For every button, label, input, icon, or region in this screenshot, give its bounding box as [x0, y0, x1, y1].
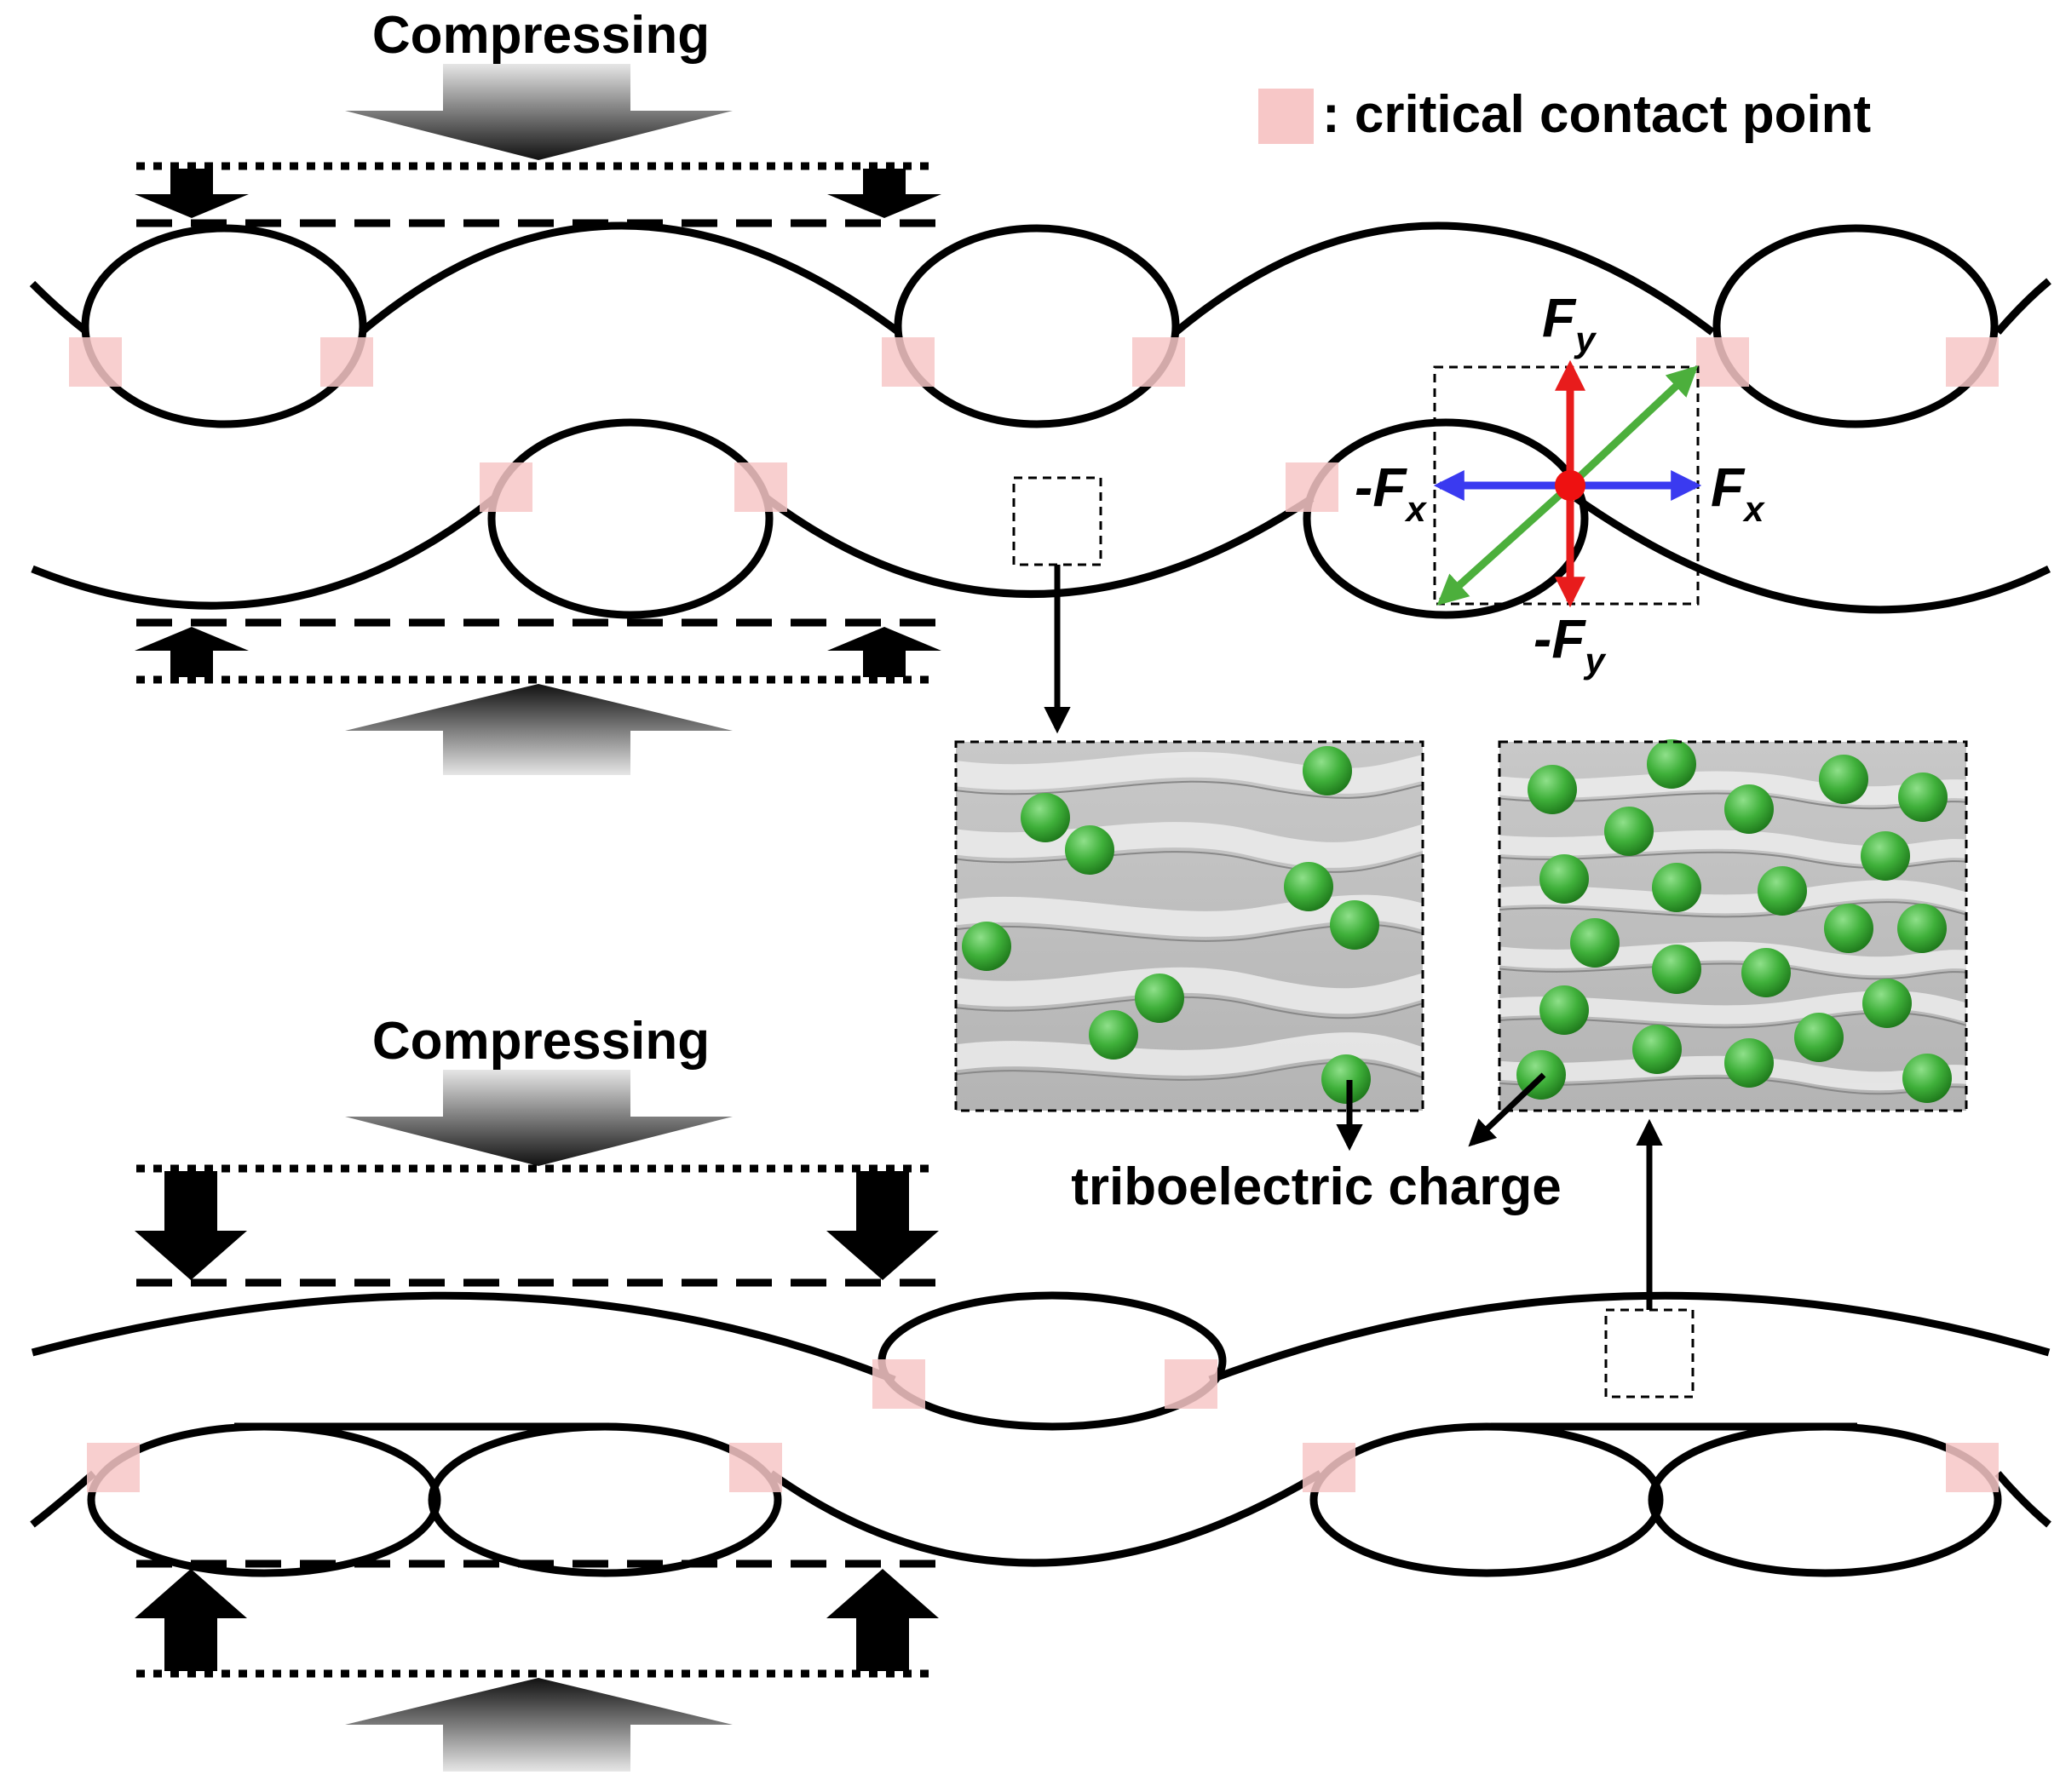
charge-particle [1539, 854, 1589, 904]
legend-swatch [1258, 89, 1314, 144]
critical-contact-points [69, 337, 1999, 1492]
contact-point-marker [1946, 337, 1999, 387]
fx-label-base: F [1711, 457, 1746, 518]
neg-fy-label: -Fy [1533, 608, 1607, 681]
charge-particle [1741, 948, 1791, 997]
contact-point-marker [1946, 1443, 1999, 1492]
lower-fabric-layer-2 [30, 1422, 2051, 1577]
big-up-arrow-left-2 [135, 1569, 247, 1671]
charge-particle [1819, 755, 1868, 804]
bottom-small-arrow-right-1 [827, 627, 941, 677]
big-down-arrow-right-2 [826, 1171, 939, 1280]
charge-particle [1135, 974, 1184, 1023]
charge-particle [1539, 985, 1589, 1035]
top-small-arrow-right [827, 169, 941, 218]
charge-particle [1794, 1013, 1844, 1062]
charge-particle [1330, 900, 1379, 950]
charge-particle [1652, 945, 1701, 994]
charge-particle [1724, 1038, 1774, 1088]
bottom-compressing-label: Compressing [372, 1012, 710, 1071]
neg-fx-label-base: -F [1355, 457, 1407, 518]
contact-point-marker [882, 337, 935, 387]
charge-particle [1284, 862, 1333, 911]
charge-particle [1862, 979, 1912, 1028]
charge-pointer-right [1468, 1072, 1546, 1147]
negative-resultant-force-arrow [1436, 482, 1574, 606]
contact-point-marker [87, 1443, 140, 1492]
neg-fx-label: -Fx [1355, 457, 1427, 529]
charge-particle [1089, 1010, 1138, 1060]
charge-particle [1902, 1054, 1952, 1103]
big-down-arrow-left-2 [135, 1171, 247, 1280]
charge-particle [1321, 1054, 1371, 1104]
contact-point-marker [1303, 1443, 1355, 1492]
contact-point-marker [872, 1359, 925, 1409]
contact-point-marker [1696, 337, 1749, 387]
upper-fabric-layer-2 [31, 1291, 2051, 1431]
charge-particle [1758, 866, 1807, 916]
fy-label-sub: y [1574, 319, 1597, 359]
legend-text: : critical contact point [1322, 85, 1871, 144]
charge-particle [1065, 825, 1114, 875]
fiber-panel-sparse [954, 740, 1424, 1112]
neg-fx-label-sub: x [1404, 489, 1427, 529]
upper-fabric-layer-1 [29, 221, 2051, 428]
contact-point-marker [320, 337, 373, 387]
bottom-big-arrow-up-1 [345, 684, 733, 775]
particles-sparse [962, 746, 1379, 1104]
contact-point-marker [480, 462, 532, 512]
charge-particle [1647, 739, 1696, 789]
contact-point-marker [729, 1443, 782, 1492]
resultant-force-arrow [1567, 365, 1699, 489]
charge-particle [1824, 904, 1873, 953]
zoom-source-box-bottom [1604, 1308, 1695, 1399]
fx-label-sub: x [1742, 489, 1765, 529]
fy-label-base: F [1542, 287, 1577, 348]
top-small-arrow-left [135, 169, 249, 218]
triboelectric-charge-label: triboelectric charge [1071, 1157, 1561, 1216]
contact-point-marker [734, 462, 787, 512]
contact-point-dot [1555, 470, 1585, 501]
bottom-small-arrow-left-1 [135, 627, 249, 677]
charge-particle [1861, 831, 1910, 881]
contact-point-marker [1132, 337, 1185, 387]
top-big-arrow-down [345, 64, 733, 160]
charge-particle [1897, 904, 1947, 953]
charge-particle [1898, 773, 1948, 822]
charge-particle [1303, 746, 1352, 795]
charge-particle [1724, 784, 1774, 834]
contact-point-marker [1286, 462, 1338, 512]
contact-point-marker [69, 337, 122, 387]
charge-particle [1652, 863, 1701, 912]
top-compressing-label: Compressing [372, 6, 710, 65]
big-up-arrow-right-2 [826, 1569, 939, 1671]
lower-fabric-layer-1 [31, 418, 2051, 619]
charge-particle [1528, 765, 1577, 814]
charge-particle [1632, 1025, 1682, 1074]
fy-label: Fy [1542, 287, 1597, 359]
fx-label: Fx [1711, 457, 1765, 529]
charge-particle [1021, 793, 1070, 842]
neg-fy-label-base: -F [1533, 608, 1586, 669]
particles-dense [1516, 739, 1952, 1103]
charge-particle [1570, 918, 1620, 968]
charge-particle [962, 922, 1011, 971]
contact-point-marker [1165, 1359, 1217, 1409]
neg-fy-label-sub: y [1583, 640, 1607, 681]
fiber-panel-dense [1498, 739, 1968, 1112]
bottom-big-arrow-up-2 [345, 1678, 733, 1772]
bottom-big-arrow-down [345, 1070, 733, 1166]
zoom-source-box-top [1012, 476, 1102, 566]
charge-particle [1604, 807, 1654, 856]
